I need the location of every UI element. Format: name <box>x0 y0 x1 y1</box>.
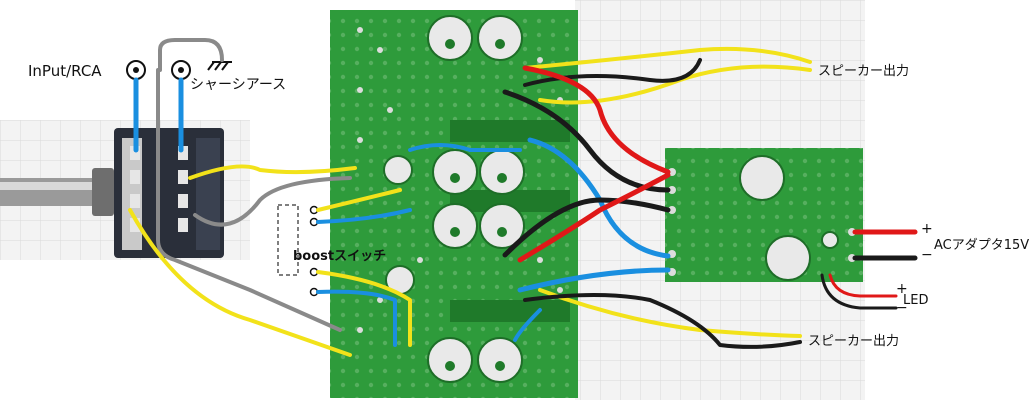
input-rca-label: InPut/RCA <box>28 62 102 80</box>
ac-plus-sign: + <box>921 221 933 237</box>
ac-adapter-label: ACアダプタ15V <box>934 238 1029 253</box>
speaker-out-label-top: スピーカー出力 <box>818 64 910 79</box>
power-pcb <box>665 148 863 282</box>
ac-minus-sign: − <box>921 247 933 263</box>
led-plus-sign: + <box>896 281 908 297</box>
boost-switch-bracket <box>277 204 299 276</box>
main-amp-pcb <box>330 10 578 398</box>
chassis-ground-label: シャーシアース <box>190 77 287 93</box>
volume-potentiometer <box>0 128 224 258</box>
speaker-out-label-bottom: スピーカー出力 <box>808 334 900 349</box>
boost-switch-label: boostスイッチ <box>293 249 387 264</box>
led-label: LED <box>903 293 929 308</box>
led-minus-sign: − <box>896 300 908 316</box>
wires <box>128 38 918 357</box>
ground-icon <box>207 61 232 71</box>
